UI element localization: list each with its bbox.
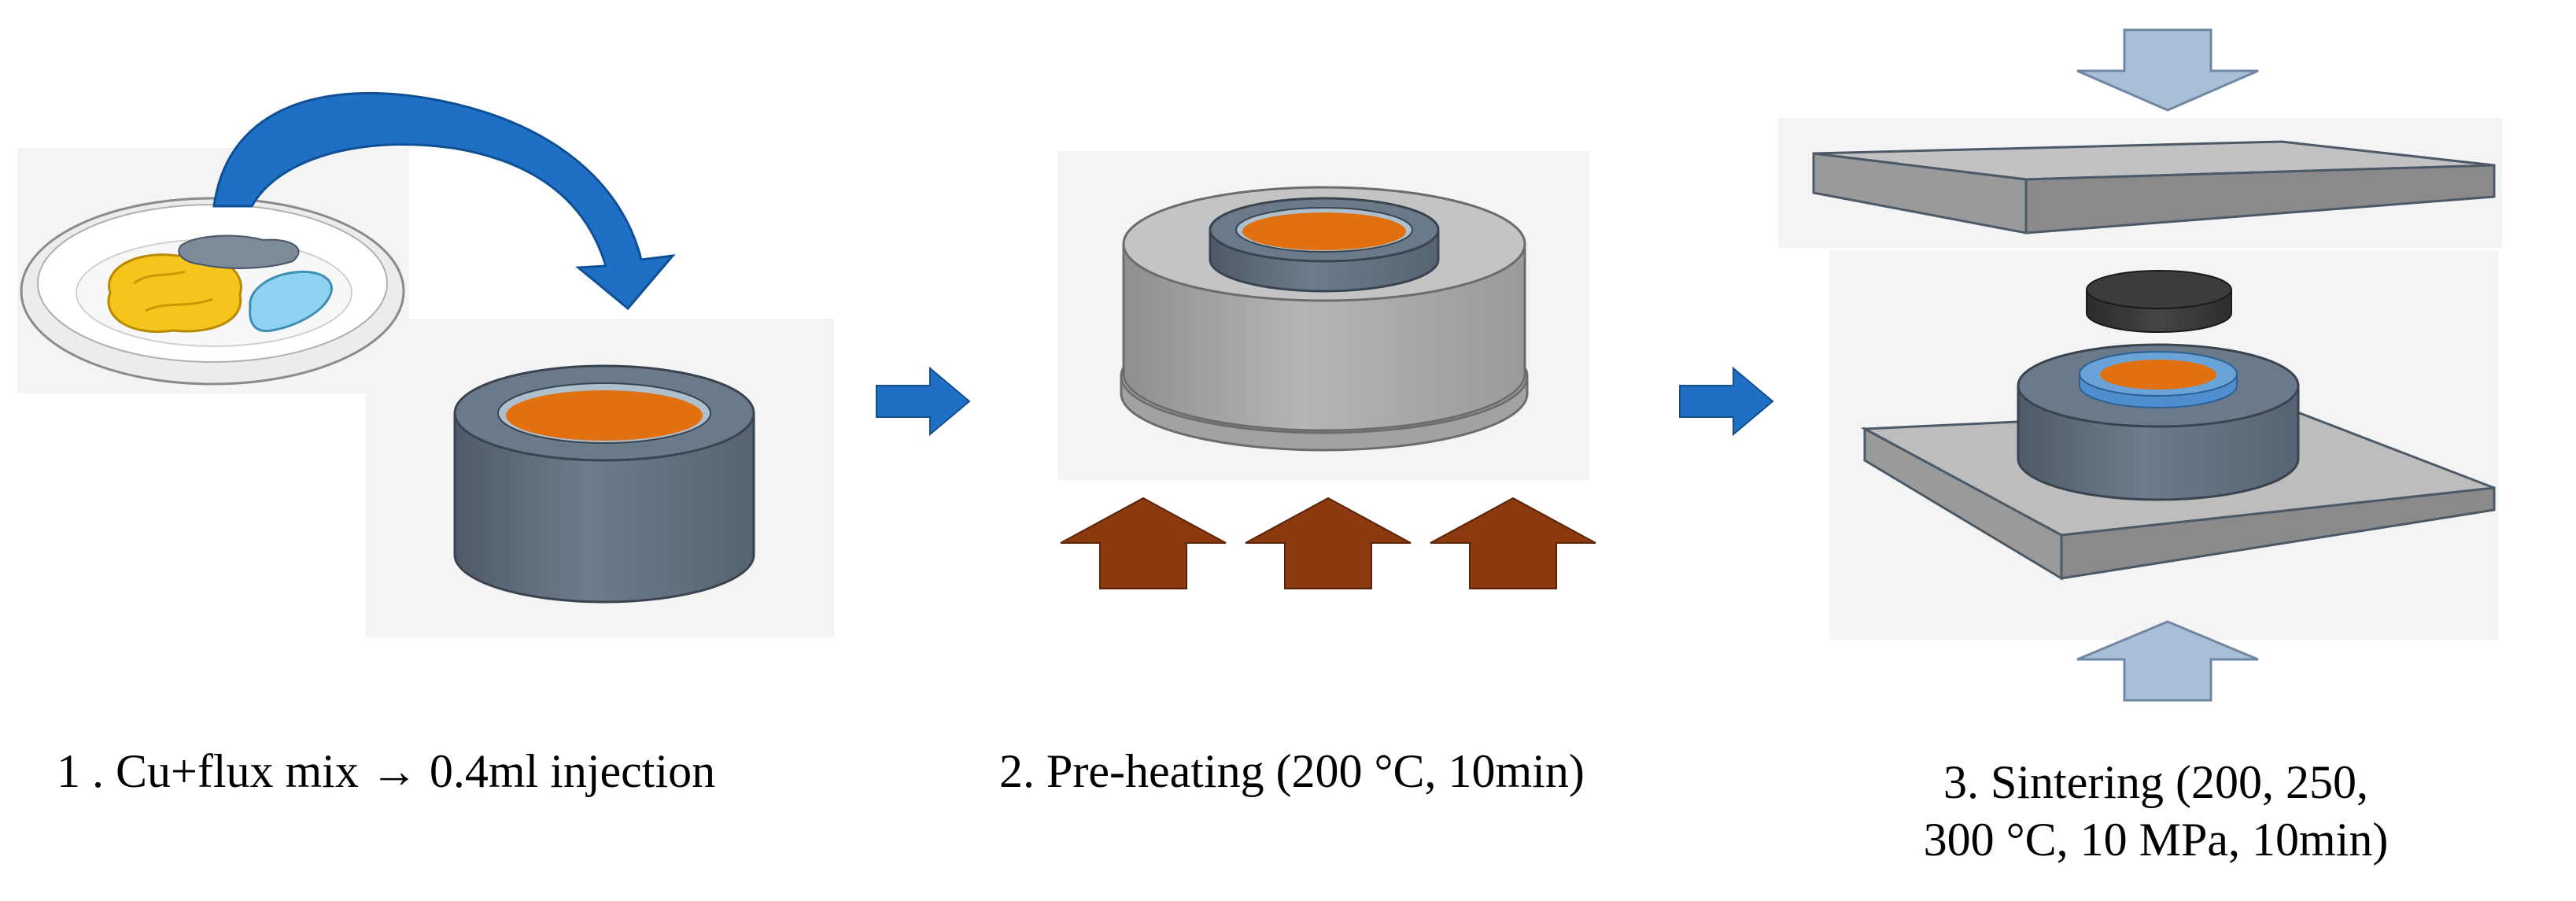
- step2-panel: [1058, 151, 1596, 589]
- cu-paste: [1242, 212, 1406, 250]
- transfer-curved-arrow: [212, 91, 676, 311]
- process-arrow-icon: [1679, 366, 1774, 437]
- punch-disc: [2086, 270, 2232, 333]
- step1-panel: [17, 91, 834, 637]
- pressure-arrow-icon: [2076, 28, 2259, 112]
- pressure-arrow-icon: [2076, 620, 2259, 702]
- sinter-mold: [2017, 343, 2300, 501]
- step3-panel: [1778, 28, 2502, 702]
- heat-arrow-icon: [1245, 497, 1412, 589]
- heat-arrow-icon: [1060, 497, 1227, 589]
- step1-caption: 1 . Cu+flux mix → 0.4ml injection: [57, 745, 716, 797]
- mixing-dish-icon: [20, 197, 405, 386]
- step3-caption: 3. Sintering (200, 250, 300 °C, 10 MPa, …: [1880, 754, 2431, 869]
- cu-paste: [506, 390, 703, 441]
- cu-paste: [2100, 360, 2216, 390]
- heat-arrow-icon: [1430, 497, 1596, 589]
- step3-caption-line1: 3. Sintering (200, 250,: [1943, 756, 2368, 808]
- step3-caption-line2: 300 °C, 10 MPa, 10min): [1923, 814, 2389, 866]
- upper-press-plate: [1812, 140, 2496, 234]
- injection-mold: [453, 364, 755, 604]
- process-arrow-icon: [876, 366, 971, 437]
- step2-caption: 2. Pre-heating (200 °C, 10min): [999, 745, 1585, 797]
- preheat-holder: [1120, 186, 1529, 452]
